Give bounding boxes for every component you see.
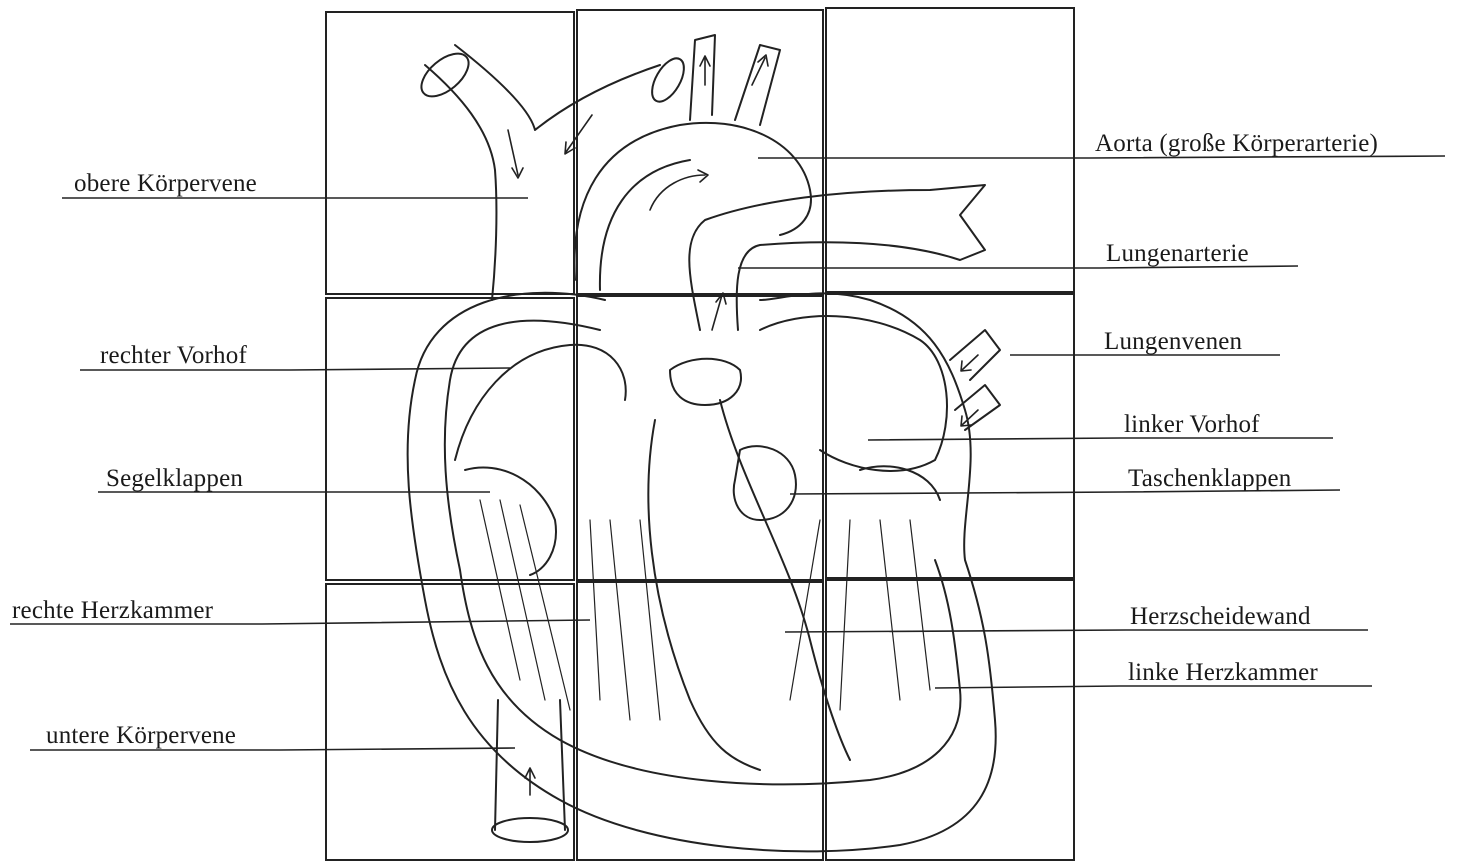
superior-vena-cava [425, 65, 496, 300]
leader-line [868, 438, 1333, 440]
flow-arrow [565, 115, 592, 154]
label-lungenvenen: Lungenvenen [1104, 328, 1242, 356]
puzzle-grid [326, 8, 1074, 860]
flow-arrow [650, 170, 708, 210]
grid-cell [826, 294, 1074, 578]
label-rechter-vorhof: rechter Vorhof [100, 342, 247, 370]
label-linker-vorhof: linker Vorhof [1124, 411, 1260, 439]
pocket-valve [734, 446, 796, 520]
label-herzscheidewand: Herzscheidewand [1130, 603, 1311, 631]
aortic-branch [735, 45, 780, 125]
right-atrium-wall [455, 345, 626, 460]
label-rechte-herzkammer: rechte Herzkammer [12, 597, 213, 625]
left-atrium-wall [760, 316, 947, 471]
aorta-branch-opening [646, 53, 691, 107]
grid-cell [826, 580, 1074, 860]
grid-cell [577, 10, 823, 294]
grid-cell [577, 296, 823, 580]
label-aorta: Aorta (große Körperarterie) [1095, 130, 1378, 158]
pulmonary-vein [950, 330, 1000, 380]
label-taschenklappen: Taschenklappen [1128, 465, 1291, 493]
flow-arrow [712, 293, 726, 330]
superior-vena-cava-right [455, 45, 660, 130]
label-untere-koerpervene: untere Körpervene [46, 722, 236, 750]
septum [648, 420, 760, 770]
pulmonary-artery [689, 185, 985, 330]
label-obere-koerpervene: obere Körpervene [74, 170, 257, 198]
flow-arrow [961, 355, 978, 371]
label-lungenarterie: Lungenarterie [1106, 240, 1249, 268]
flow-arrow [700, 56, 710, 85]
label-segelklappen: Segelklappen [106, 465, 243, 493]
valve-left-sail [465, 467, 556, 575]
flow-arrow [508, 130, 523, 178]
flow-arrow [525, 768, 535, 795]
aortic-branch [690, 35, 715, 120]
aortic-arch-inner [600, 160, 690, 290]
ivc-opening [492, 818, 568, 842]
label-linke-herzkammer: linke Herzkammer [1128, 659, 1318, 687]
chordae [480, 500, 930, 720]
grid-cell [326, 298, 574, 580]
aortic-valve [670, 359, 741, 405]
grid-cell [826, 8, 1074, 292]
